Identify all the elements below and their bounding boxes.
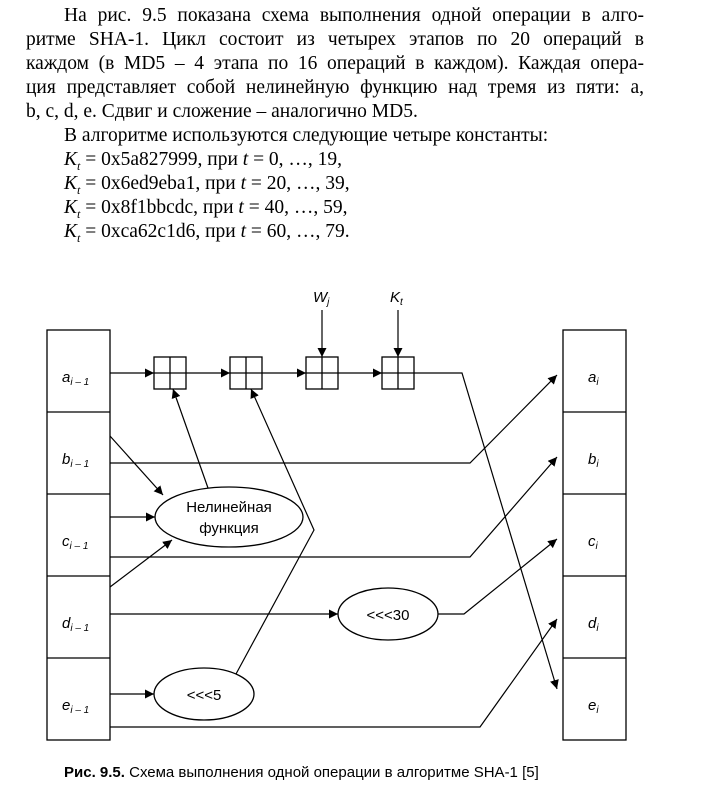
- input-label-w: Wj: [313, 289, 330, 308]
- rotate-30-label: <<<30: [367, 607, 410, 624]
- register-label-d-new: di: [588, 615, 599, 634]
- formula-k3: Kt = 0x8f1bbcdc, при t = 40, …, 59,: [64, 196, 347, 226]
- paragraph-line: В алгоритме используются следующие четыр…: [64, 125, 549, 146]
- adder-box-1: [153, 356, 187, 390]
- formula-range: = 60, …, 79.: [246, 221, 350, 242]
- paragraph-line: b, c, d, e. Сдвиг и сложение – аналогичн…: [26, 101, 418, 122]
- register-label-c-prev: ci – 1: [62, 533, 88, 552]
- formula-value: = 0x6ed9eba1, при: [80, 173, 241, 194]
- formula-symbol: K: [64, 149, 78, 170]
- arrow-function-to-adder1: [171, 388, 209, 489]
- arrow-b-to-function: [109, 435, 164, 496]
- paragraph-intro: На рис. 9.5 показана схема выполнения од…: [26, 4, 644, 124]
- formula-symbol: K: [64, 221, 78, 242]
- adder-box-3: [305, 356, 339, 390]
- formula-subscript: t: [77, 230, 81, 245]
- paragraph-constants: В алгоритме используются следующие четыр…: [26, 124, 644, 148]
- adder-box-2: [229, 356, 263, 390]
- caption-label: Рис. 9.5.: [64, 764, 125, 781]
- nonlinear-function-label-1: Нелинейная: [186, 499, 272, 516]
- caption-text: Схема выполнения одной операции в алгори…: [124, 764, 539, 781]
- formula-value: = 0xca62c1d6, при: [80, 221, 241, 242]
- right-stack-frame: [562, 329, 627, 741]
- register-label-b-prev: bi – 1: [62, 451, 89, 470]
- formula-symbol: K: [64, 197, 78, 218]
- formula-value: = 0x5a827999, при: [80, 149, 243, 170]
- register-label-a-prev: ai – 1: [62, 369, 89, 388]
- left-register-stack: [46, 329, 111, 741]
- rotate-5-label: <<<5: [187, 687, 222, 704]
- arrow-rotate5-to-adder2: [235, 388, 315, 675]
- left-stack-frame: [46, 329, 111, 741]
- arrow-d-to-function: [109, 539, 173, 588]
- register-label-a-new: ai: [588, 369, 599, 388]
- arrow-b-to-a-new: [110, 374, 558, 464]
- arrow-e-to-d-new: [110, 618, 558, 728]
- formula-range: = 0, …, 19,: [248, 149, 343, 170]
- formula-value: = 0x8f1bbcdc, при: [80, 197, 239, 218]
- nonlinear-function-ellipse: [154, 486, 304, 548]
- register-label-e-prev: ei – 1: [62, 697, 89, 716]
- formula-k2: Kt = 0x6ed9eba1, при t = 20, …, 39,: [64, 172, 350, 202]
- formula-variable: t: [240, 221, 246, 242]
- formula-range: = 20, …, 39,: [246, 173, 350, 194]
- formula-symbol: K: [64, 173, 78, 194]
- nonlinear-function-label-2: функция: [199, 520, 259, 537]
- paragraph-line: ритме SHA-1. Цикл состоит из четырех эта…: [26, 29, 644, 50]
- formula-subscript: t: [77, 158, 81, 173]
- register-label-d-prev: di – 1: [62, 615, 89, 634]
- arrow-adder4-to-e-new: [414, 372, 559, 690]
- adder-box-4: [381, 356, 415, 390]
- arrow-c-to-b-new: [110, 456, 558, 558]
- formula-range: = 40, …, 59,: [243, 197, 348, 218]
- formula-variable: t: [238, 197, 244, 218]
- paragraph-line: каждом (в MD5 – 4 этапа по 16 операций в…: [26, 53, 644, 74]
- formula-k1: Kt = 0x5a827999, при t = 0, …, 19,: [64, 148, 342, 178]
- register-label-e-new: ei: [588, 697, 599, 716]
- formula-subscript: t: [77, 182, 81, 197]
- formula-variable: t: [240, 173, 246, 194]
- formula-variable: t: [242, 149, 249, 170]
- paragraph-line: На рис. 9.5 показана схема выполнения од…: [64, 5, 644, 26]
- paragraph-line: ция представляет собой нелинейную функци…: [26, 77, 644, 98]
- input-label-k: Kt: [390, 289, 404, 308]
- figure-caption: Рис. 9.5. Схема выполнения одной операци…: [64, 764, 539, 781]
- right-register-stack: [562, 329, 627, 741]
- formula-subscript: t: [77, 206, 81, 221]
- register-label-c-new: ci: [588, 533, 599, 552]
- arrow-rotate30-to-c-new: [438, 538, 558, 615]
- formula-k4: Kt = 0xca62c1d6, при t = 60, …, 79.: [64, 220, 350, 250]
- register-label-b-new: bi: [588, 451, 599, 470]
